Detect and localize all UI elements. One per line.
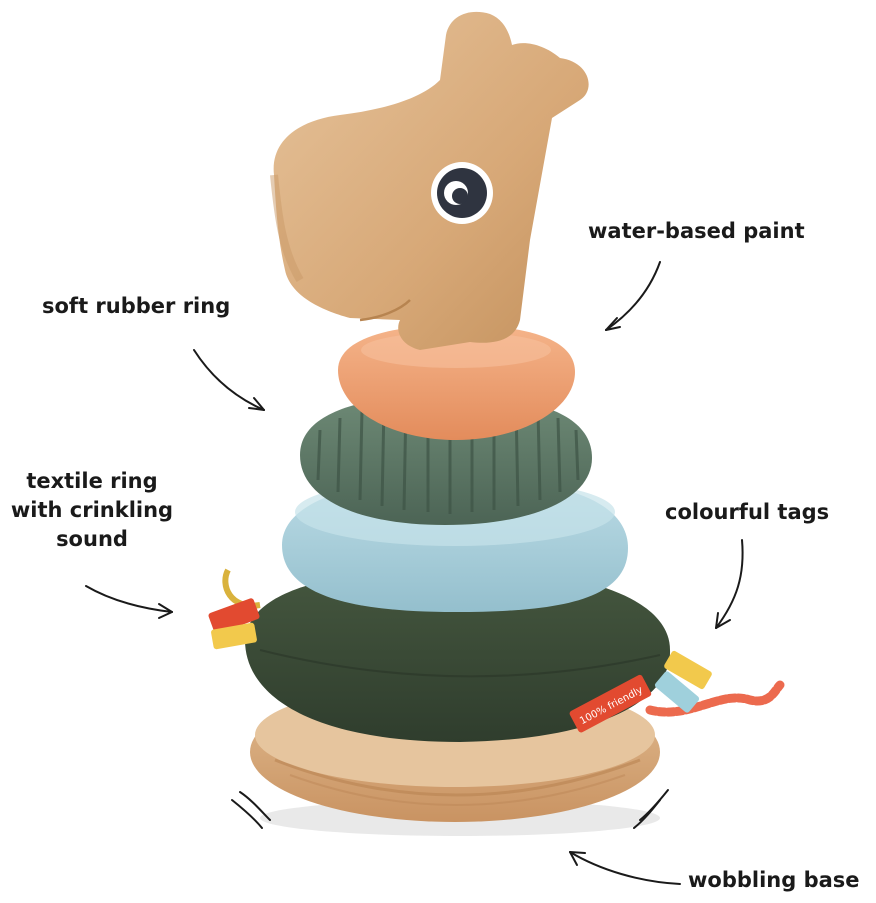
textile-crinkle-ring — [245, 568, 671, 742]
arrow-wobbling-base — [569, 851, 681, 885]
arrow-water-based-paint — [605, 261, 661, 331]
callout-textile-ring-line-3: sound — [56, 527, 128, 551]
callout-soft-rubber-ring: soft rubber ring — [42, 294, 231, 318]
arrow-soft-rubber-ring — [193, 349, 265, 411]
callout-wobbling-base: wobbling base — [688, 868, 860, 892]
coral-cord — [645, 680, 785, 717]
callout-textile-ring: textile ring with crinkling sound — [4, 467, 180, 554]
wobble-motion-marks — [231, 789, 669, 829]
wooden-deer-head — [270, 11, 589, 351]
callout-textile-ring-line-2: with crinkling — [10, 498, 174, 522]
arrow-textile-ring — [85, 585, 173, 619]
arrow-colourful-tags — [715, 539, 744, 629]
callout-textile-ring-line-1: textile ring — [26, 469, 158, 493]
left-colourful-tags — [208, 568, 261, 650]
callout-colourful-tags: colourful tags — [665, 500, 830, 524]
callout-water-based-paint: water-based paint — [588, 219, 805, 243]
